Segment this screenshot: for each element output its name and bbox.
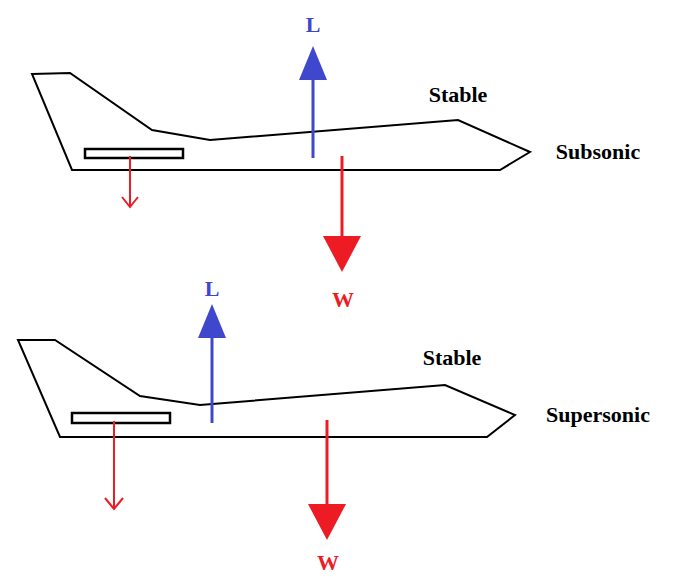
lift-arrow	[299, 46, 327, 158]
lift-label: L	[205, 278, 220, 300]
weight-label: W	[317, 552, 339, 574]
tail-stabilizer	[72, 413, 170, 423]
tail-stabilizer	[85, 149, 183, 158]
regime-label: Supersonic	[546, 404, 650, 426]
tail-force-arrow	[122, 156, 138, 207]
subsonic-aircraft	[32, 46, 530, 272]
stability-label: Stable	[423, 347, 482, 369]
supersonic-aircraft	[18, 304, 515, 540]
aircraft-outline	[32, 73, 530, 170]
tail-force-arrow	[105, 421, 123, 509]
stability-label: Stable	[429, 84, 488, 106]
weight-arrow	[323, 156, 361, 272]
lift-arrow	[198, 304, 226, 423]
regime-label: Subsonic	[556, 141, 640, 163]
lift-label: L	[306, 14, 321, 36]
aircraft-outline	[18, 340, 515, 437]
weight-arrow	[308, 420, 346, 540]
weight-label: W	[332, 289, 354, 311]
